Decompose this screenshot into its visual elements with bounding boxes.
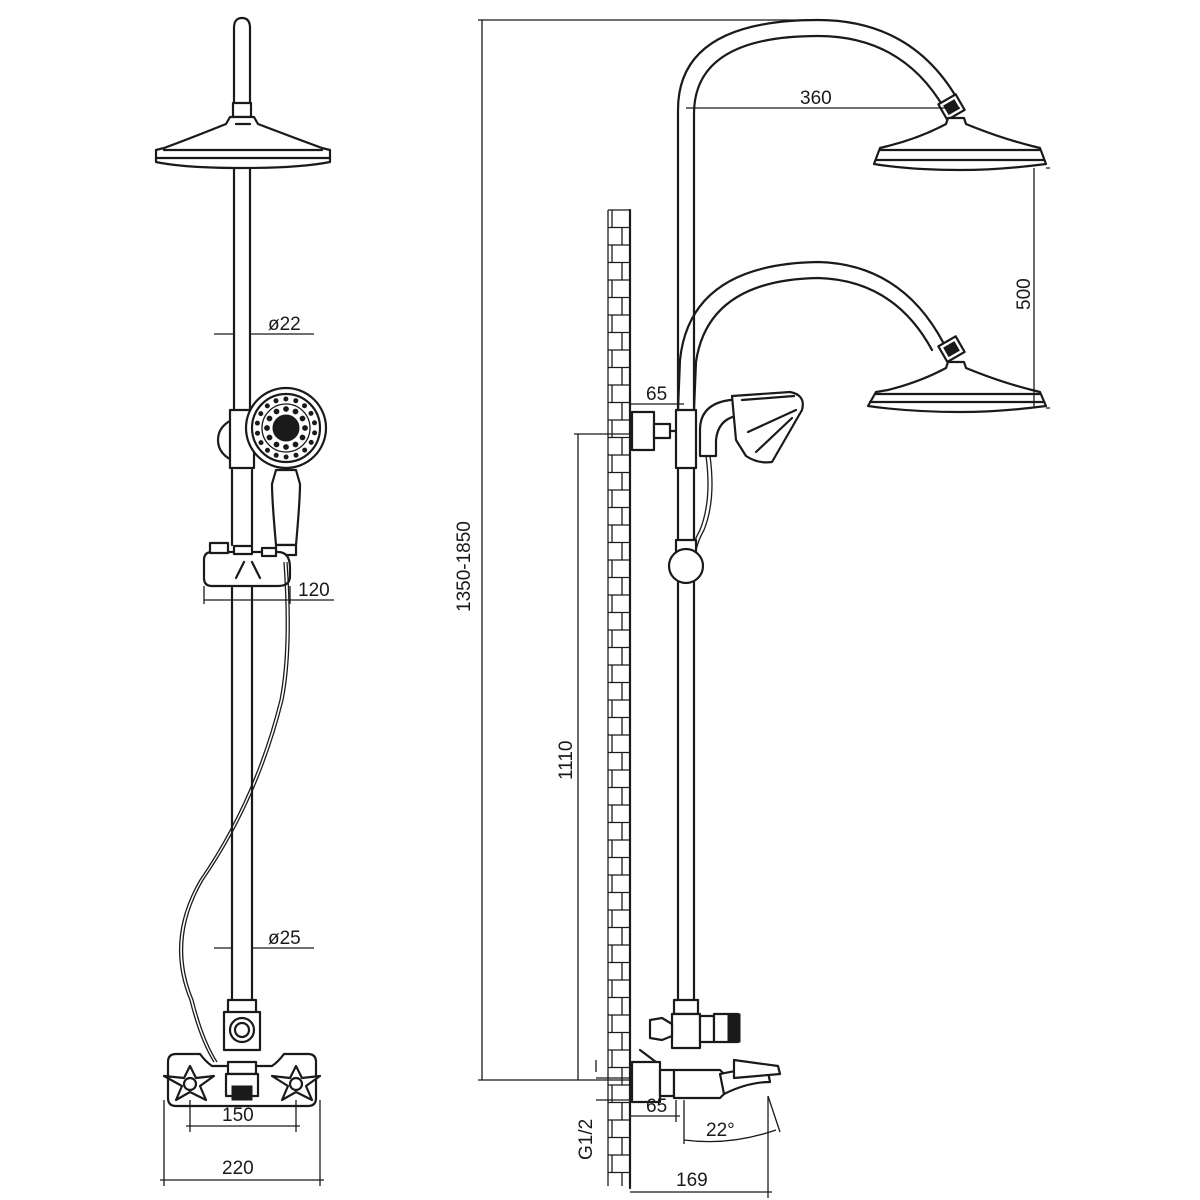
front-view: ø22 ø25 120 150 220 [154,16,334,1186]
wall-bracket [630,410,680,452]
dim-slider-depth-label: 120 [298,580,330,601]
side-upper-arm-inner [692,34,946,172]
front-slider [202,541,292,588]
side-hand-shower [698,390,804,464]
dim-outlet-height-label: 1110 [556,741,577,780]
front-diverter-knob [222,998,262,1052]
dim-total-height-label: 1350-1850 [454,521,475,612]
side-lower-head-connector [937,335,966,364]
dim-pipe-lower: ø25 [214,928,314,949]
dim-bracket-offset: 65 [630,384,684,405]
dim-pipe-upper-label: ø22 [268,314,301,335]
dim-handle-spacing: 150 [186,1100,300,1132]
front-mixer-body [162,1052,322,1108]
side-upper-head-connector [937,93,966,122]
side-lower-arm-outer [676,260,946,412]
dim-bracket-offset-label: 65 [646,384,667,405]
dim-arm-reach-label: 360 [800,88,832,109]
dim-mixer-width: 220 [160,1100,324,1186]
dim-outlet-height: 1110 [556,433,632,1080]
side-lower-head [866,360,1048,414]
front-hose [178,561,287,1063]
dim-pipe-upper: ø22 [214,314,314,335]
front-top-riser [232,16,252,106]
brick-wall [607,208,632,1190]
dim-spout-reach: 169 [630,1096,772,1198]
side-mixer [630,1048,782,1104]
dim-slider-depth: 120 [203,580,334,604]
front-head-connector [231,101,253,119]
front-hand-shower-face [244,386,328,470]
side-upper-head [872,116,1048,172]
dim-total-height: 1350-1850 [454,19,818,1081]
dim-mixer-offset: 65 [629,1096,680,1122]
dim-mixer-width-label: 220 [222,1158,254,1179]
side-lower-arm-inner [692,276,934,412]
dim-head-height-adjust: 500 [1014,167,1050,409]
side-view: 1350-1850 360 500 65 1110 [454,18,1050,1198]
dim-spout-angle: 22° [683,1095,781,1144]
front-overhead-head [154,115,332,170]
dim-handle-spacing-label: 150 [222,1105,254,1126]
front-hand-shower-handle [270,468,302,557]
dim-inlet-thread-label: G1/2 [576,1119,597,1160]
dim-spout-reach-label: 169 [676,1170,708,1191]
dim-pipe-lower-label: ø25 [268,928,301,949]
dim-head-height-adjust-label: 500 [1014,278,1035,310]
side-diverter [648,998,741,1050]
dim-spout-angle-label: 22° [706,1120,735,1141]
dim-inlet-thread: G1/2 [576,1060,630,1160]
dim-arm-reach: 360 [686,88,960,109]
side-slider-knob [667,538,705,585]
dim-mixer-offset-label: 65 [646,1096,667,1117]
